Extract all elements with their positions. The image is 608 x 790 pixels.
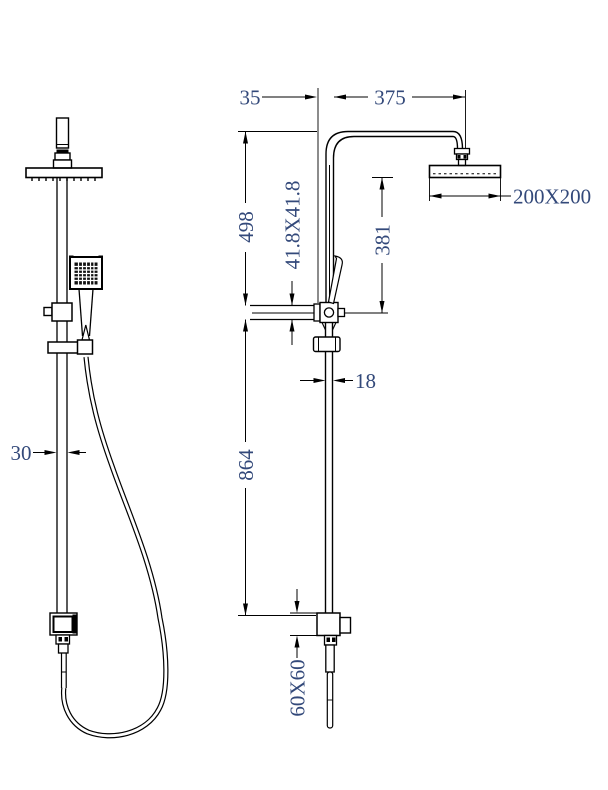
front-rail-pipe	[56, 177, 68, 613]
dim-30-label: 30	[11, 441, 32, 465]
side-view	[238, 88, 502, 729]
side-wall-bracket	[250, 301, 346, 324]
nozzle-dashes	[31, 177, 96, 181]
dim-375-label: 375	[374, 85, 406, 109]
dim-lower-height: 864	[234, 319, 316, 616]
dim-bracket-section: 41.8X41.8	[280, 181, 304, 345]
front-view	[25, 117, 169, 739]
spray-grid	[74, 262, 98, 285]
front-slider-holder	[47, 339, 94, 355]
dim-381-label: 381	[370, 224, 394, 256]
side-riser-and-arm	[325, 130, 464, 303]
dim-upper-height: 498	[234, 131, 258, 306]
dim-head-to-bracket: 381	[370, 177, 394, 313]
side-hand-shower	[327, 255, 343, 305]
front-bottom-bracket	[49, 612, 78, 688]
front-inlet-tube	[52, 117, 73, 169]
side-head-connector	[453, 147, 471, 167]
side-lower-pipe	[312, 322, 341, 613]
dim-18-label: 18	[355, 369, 376, 393]
dim-200x200-label: 200X200	[513, 184, 591, 208]
front-diverter-bracket	[43, 302, 73, 322]
dimensions: 35 375 200X200 498	[11, 85, 592, 716]
front-hand-shower	[69, 255, 103, 341]
side-bottom-bracket	[316, 612, 352, 729]
diverter-knob	[323, 307, 335, 318]
dim-bottom-bracket: 60X60	[285, 589, 317, 717]
dim-arm-length: 375	[334, 85, 465, 109]
dim-60x60-label: 60X60	[285, 659, 309, 716]
dim-35-label: 35	[240, 85, 261, 109]
dim-41.8-label: 41.8X41.8	[280, 181, 304, 270]
front-overhead-shower	[25, 167, 103, 181]
dim-rail-width: 30	[11, 441, 86, 465]
dim-864-label: 864	[234, 449, 258, 481]
dim-498-label: 498	[234, 211, 258, 243]
front-shower-hose	[60, 356, 169, 739]
dim-overhead-size: 200X200	[429, 178, 591, 208]
dim-wall-offset: 35	[240, 85, 317, 109]
side-overhead-shower	[428, 164, 502, 179]
dim-pipe-width: 18	[300, 369, 376, 393]
side-slider	[312, 336, 341, 353]
handle-cone	[81, 324, 91, 341]
